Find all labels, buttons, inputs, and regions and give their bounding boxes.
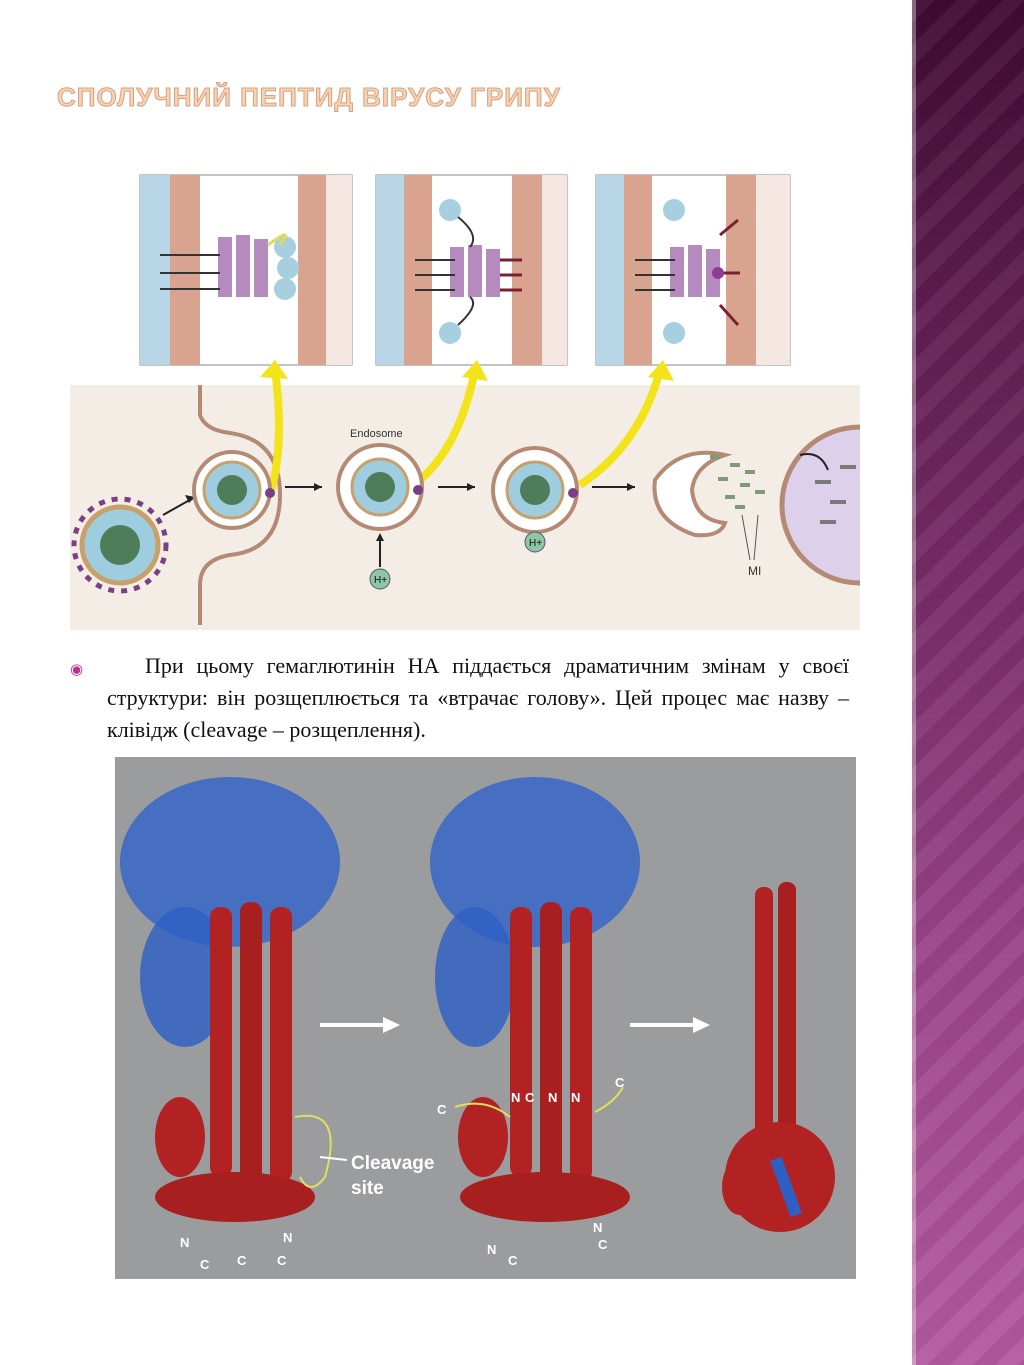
endosome-stage-3 — [491, 446, 579, 534]
terminal-label: N — [487, 1242, 496, 1257]
terminal-label: N — [511, 1090, 520, 1105]
terminal-label: C — [277, 1253, 287, 1268]
fusion-panel-1 — [139, 174, 353, 366]
terminal-label: C — [615, 1075, 625, 1090]
fusion-panel-2 — [375, 174, 568, 366]
cell-membrane — [198, 385, 283, 625]
ha-structure-cleaved — [430, 777, 640, 1222]
body-paragraph: При цьому гемаглютинін НА піддається дра… — [107, 653, 849, 742]
circle-bullet-icon: ◉ — [70, 660, 84, 678]
fusion-panel-3 — [595, 174, 791, 366]
terminal-label: N — [571, 1090, 580, 1105]
virion — [71, 496, 169, 594]
proton-label-1: H+ — [374, 575, 387, 586]
endosome-stage-1 — [192, 450, 275, 530]
nuclear-import-arrow — [799, 453, 829, 471]
hemagglutinin-structure-figure: Cleavage site N C C N C N C N N C C N C … — [115, 757, 856, 1279]
proton-icon-1 — [369, 568, 391, 590]
proton-label-2: H+ — [529, 538, 542, 549]
arrow-yellow-1 — [266, 369, 283, 497]
endosome-label: Endosome — [350, 428, 403, 440]
terminal-label: C — [598, 1237, 608, 1252]
proton-icon-2 — [524, 531, 546, 553]
nucleus-rnps — [815, 465, 856, 524]
arrow-yellow-2 — [417, 369, 479, 484]
arrow-yellow-3 — [577, 368, 664, 489]
terminal-label: C — [508, 1253, 518, 1268]
endosome-stage-2 — [336, 443, 424, 531]
decorative-sidebar — [912, 0, 1024, 1365]
terminal-label: C — [525, 1090, 535, 1105]
fused-endosome — [652, 450, 733, 538]
slide-title: СПОЛУЧНИЙ ПЕПТИД ВІРУСУ ГРИПУ — [57, 82, 561, 113]
released-m1 — [710, 455, 765, 509]
terminal-label: N — [283, 1230, 292, 1245]
terminal-label: N — [180, 1235, 189, 1250]
cleavage-label-line1: Cleavage — [351, 1153, 434, 1174]
ha-structure-uncleaved — [120, 777, 340, 1222]
virus-fusion-diagram: Endosome H+ H+ MI — [70, 174, 860, 630]
terminal-label: C — [200, 1257, 210, 1272]
terminal-label: C — [237, 1253, 247, 1268]
terminal-label: N — [593, 1220, 602, 1235]
ha-structure-fusion-state — [722, 882, 835, 1232]
terminal-label: N — [548, 1090, 557, 1105]
m1-label: MI — [748, 564, 761, 578]
terminal-label: C — [437, 1102, 447, 1117]
cleavage-label-line2: site — [351, 1178, 384, 1199]
